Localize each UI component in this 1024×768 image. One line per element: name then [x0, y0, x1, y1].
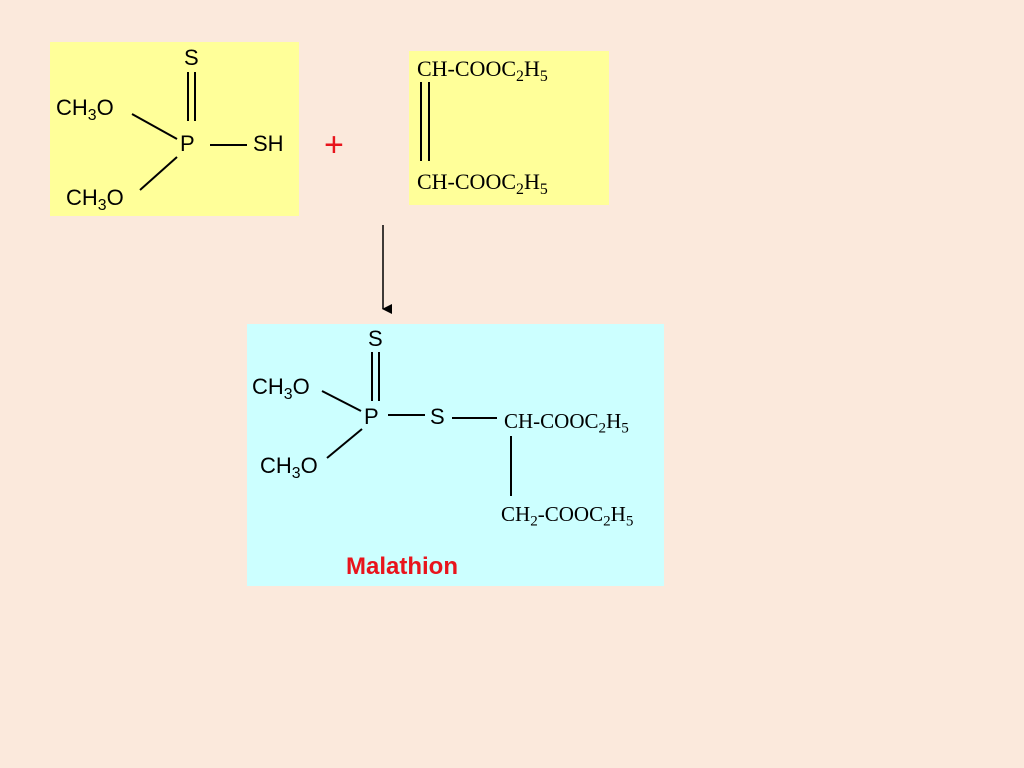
r1-phosphorus-atom: P [180, 131, 195, 156]
r1-thiol-group: SH [253, 131, 284, 156]
p-phosphorus-atom: P [364, 404, 379, 429]
reactant1-panel [50, 42, 299, 216]
p-o-p-upper-bond [321, 390, 362, 412]
product-name-label: Malathion [346, 553, 458, 580]
r1-o-p-upper-bond [131, 113, 178, 140]
r2-top-ester-group: CH-COOC2H5 [417, 56, 548, 85]
p-sulfur-atom: S [368, 326, 383, 351]
p-thioether-sulfur: S [430, 404, 445, 429]
p-ch2-ester-group: CH2-COOC2H5 [501, 502, 634, 530]
reactant2-panel [409, 51, 609, 205]
r1-sulfur-atom: S [184, 45, 199, 70]
product-panel [247, 324, 664, 586]
p-methoxy-lower: CH3O [260, 453, 318, 482]
r1-methoxy-lower: CH3O [66, 185, 124, 214]
r1-o-p-lower-bond [139, 156, 178, 191]
p-ch-ester-group: CH-COOC2H5 [504, 409, 629, 437]
r2-bottom-ester-group: CH-COOC2H5 [417, 169, 548, 198]
p-o-p-lower-bond [326, 428, 363, 459]
r1-methoxy-upper: CH3O [56, 95, 114, 124]
p-methoxy-upper: CH3O [252, 374, 310, 403]
plus-sign: + [324, 126, 344, 164]
